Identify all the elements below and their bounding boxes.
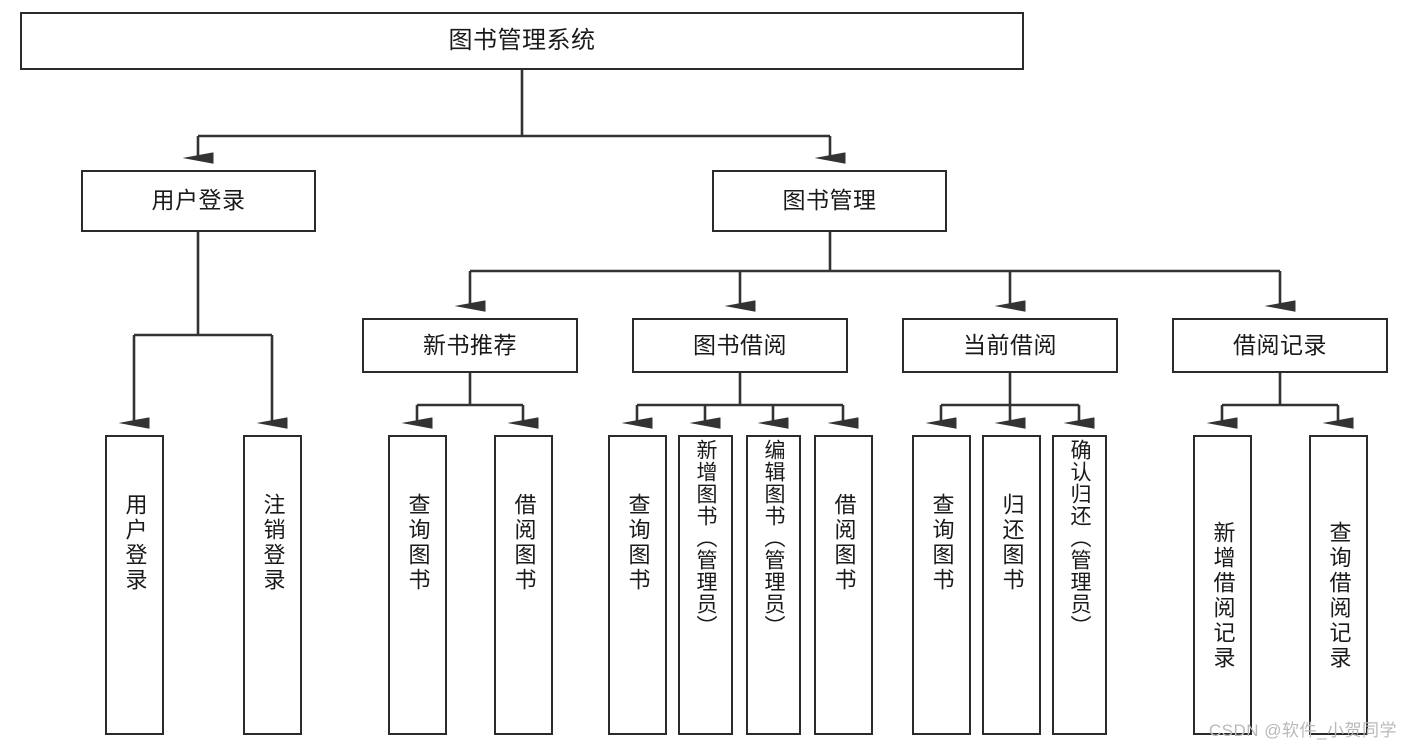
node-label: 图书借阅 <box>693 331 787 358</box>
node-label: 查询借阅记录 <box>1326 521 1352 671</box>
node-label: 注销登录 <box>260 493 286 593</box>
leaf-borrow-add-book-admin[interactable]: 新增图书（管理员） <box>678 435 733 735</box>
node-label: 图书管理 <box>782 187 877 214</box>
node-label: 查询图书 <box>405 493 431 593</box>
node-label: 用户登录 <box>151 187 246 214</box>
leaf-current-return-book[interactable]: 归还图书 <box>982 435 1041 735</box>
node-current-borrow[interactable]: 当前借阅 <box>902 318 1118 373</box>
node-borrow-record[interactable]: 借阅记录 <box>1172 318 1388 373</box>
leaf-user-login-login[interactable]: 用户登录 <box>105 435 164 735</box>
node-label: 借阅记录 <box>1233 331 1327 358</box>
leaf-record-add-record[interactable]: 新增借阅记录 <box>1193 435 1252 735</box>
leaf-recommend-borrow-book[interactable]: 借阅图书 <box>494 435 553 735</box>
leaf-borrow-edit-book-admin[interactable]: 编辑图书（管理员） <box>746 435 801 735</box>
node-label: 确认归还（管理员） <box>1068 439 1091 637</box>
leaf-current-confirm-return-admin[interactable]: 确认归还（管理员） <box>1052 435 1107 735</box>
node-label: 图书管理系统 <box>448 26 596 54</box>
node-root-system[interactable]: 图书管理系统 <box>20 12 1024 70</box>
node-user-login[interactable]: 用户登录 <box>81 170 316 232</box>
node-label: 归还图书 <box>999 493 1025 593</box>
node-label: 查询图书 <box>929 493 955 593</box>
leaf-current-query-book[interactable]: 查询图书 <box>912 435 971 735</box>
leaf-recommend-query-book[interactable]: 查询图书 <box>388 435 447 735</box>
leaf-borrow-borrow-book[interactable]: 借阅图书 <box>814 435 873 735</box>
node-new-book-recommend[interactable]: 新书推荐 <box>362 318 578 373</box>
node-label: 新书推荐 <box>423 331 517 358</box>
node-label: 借阅图书 <box>831 493 857 593</box>
node-book-borrow[interactable]: 图书借阅 <box>632 318 848 373</box>
leaf-user-login-logout[interactable]: 注销登录 <box>243 435 302 735</box>
node-label: 新增图书（管理员） <box>694 439 717 637</box>
leaf-record-query-record[interactable]: 查询借阅记录 <box>1309 435 1368 735</box>
node-label: 借阅图书 <box>511 493 537 593</box>
leaf-borrow-query-book[interactable]: 查询图书 <box>608 435 667 735</box>
node-label: 当前借阅 <box>963 331 1057 358</box>
node-label: 新增借阅记录 <box>1210 521 1236 671</box>
node-book-management[interactable]: 图书管理 <box>712 170 947 232</box>
node-label: 用户登录 <box>122 493 148 593</box>
node-label: 编辑图书（管理员） <box>762 439 785 637</box>
node-label: 查询图书 <box>625 493 651 593</box>
watermark-text: CSDN @软件_小贺同学 <box>1208 721 1397 740</box>
